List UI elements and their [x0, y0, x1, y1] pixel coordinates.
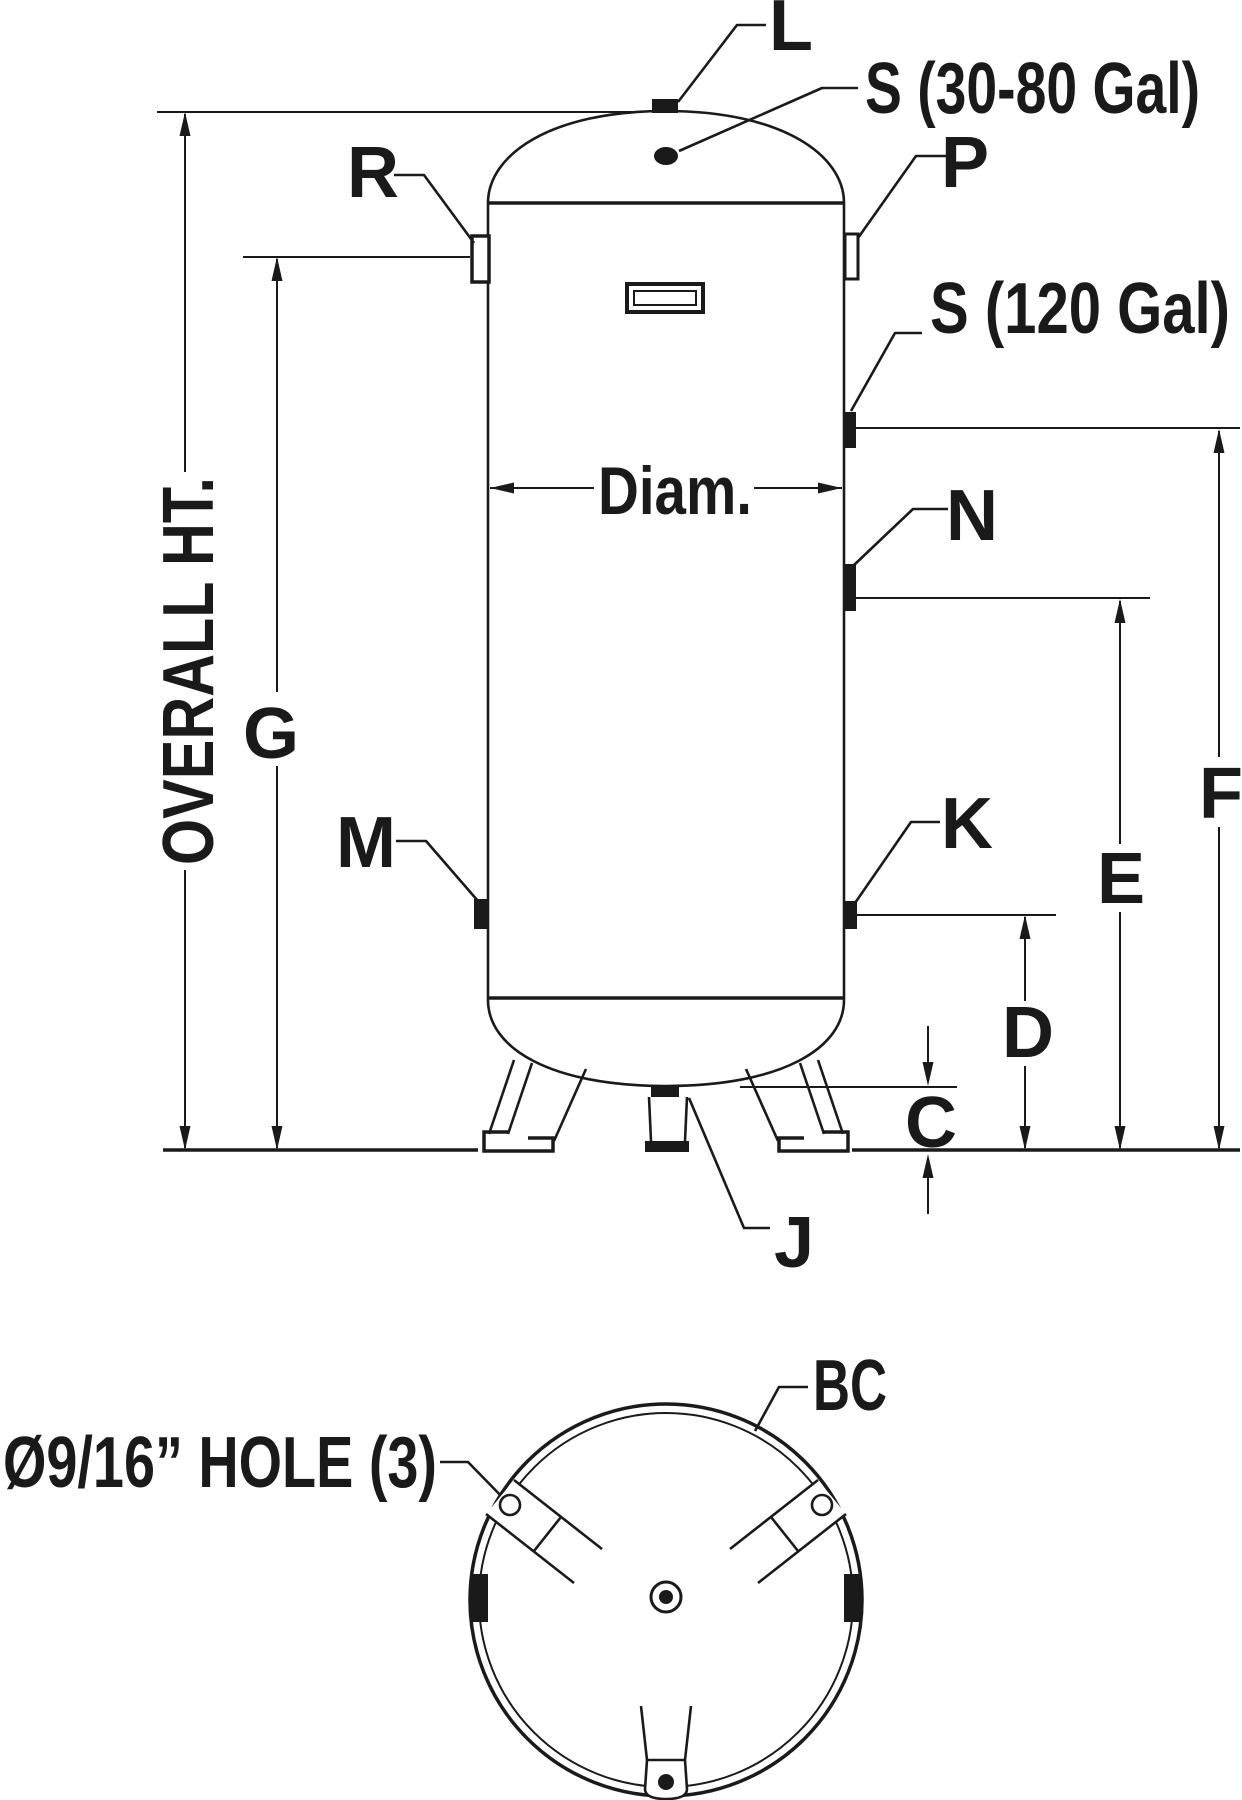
- port-s-120: [844, 412, 856, 448]
- arrow-down-icon: [1213, 1126, 1225, 1150]
- dim-g: [243, 256, 470, 1150]
- center-drain-dot: [659, 1590, 673, 1604]
- leader-r: [394, 173, 476, 244]
- leader-p: [856, 154, 946, 239]
- label-port-l: L: [769, 0, 813, 66]
- port-p: [843, 232, 860, 281]
- tank-bottom-view: [468, 1402, 864, 1800]
- port-n: [844, 564, 856, 611]
- tank-bottom-dome: [486, 999, 846, 1088]
- label-dim-overall-height: OVERALL HT.: [149, 477, 229, 865]
- arrow-up-icon: [1114, 599, 1126, 623]
- arrow-right-icon: [818, 482, 842, 494]
- arrow-up-icon: [179, 112, 191, 136]
- dim-overall-height: [157, 111, 640, 1150]
- arrow-up-icon: [271, 257, 283, 281]
- center-drain-ring: [649, 1580, 683, 1614]
- arrow-up-icon: [1019, 915, 1031, 939]
- label-bolt-circle-bc: BC: [813, 1346, 887, 1426]
- leader-lines: [394, 23, 948, 1504]
- port-k: [845, 901, 857, 929]
- label-port-n: N: [946, 476, 998, 556]
- label-port-s-120: S (120 Gal): [930, 269, 1230, 349]
- arrow-down-icon: [922, 1062, 934, 1086]
- mounting-tab-bottom: [639, 1705, 693, 1800]
- leader-s-120: [849, 331, 922, 412]
- label-port-j: J: [774, 1203, 814, 1283]
- arrow-down-icon: [271, 1126, 283, 1150]
- label-dim-f: F: [1199, 754, 1242, 834]
- leader-m: [396, 839, 479, 902]
- label-port-m: M: [336, 803, 396, 883]
- dim-diam: [490, 482, 842, 494]
- leader-bc: [753, 1385, 808, 1432]
- dim-d: [857, 914, 1056, 1150]
- leader-l: [676, 23, 766, 103]
- arrow-left-icon: [490, 482, 514, 494]
- arrow-down-icon: [1019, 1126, 1031, 1150]
- fitting-l: [652, 99, 678, 113]
- label-hole-callout: Ø9/16” HOLE (3): [3, 1423, 437, 1503]
- label-port-p: P: [941, 123, 989, 203]
- dim-c: [922, 1026, 934, 1214]
- label-port-k: K: [941, 784, 993, 864]
- handle-plate-inner: [633, 290, 697, 306]
- port-s-30-80-dot: [654, 147, 678, 165]
- mounting-tab-upper-right: [729, 1478, 847, 1585]
- mounting-hole-icon: [810, 1493, 834, 1517]
- right-leg: [744, 1059, 850, 1153]
- left-leg: [482, 1059, 588, 1153]
- label-dim-c: C: [905, 1083, 957, 1163]
- arrow-up-icon: [922, 1154, 934, 1178]
- leader-s-30-80: [678, 86, 858, 153]
- rim-port-right: [844, 1574, 862, 1622]
- leader-hole: [440, 1460, 509, 1504]
- arrow-up-icon: [1213, 429, 1225, 453]
- port-m: [474, 899, 489, 929]
- mounting-hole-icon: [498, 1493, 522, 1517]
- mounting-hole-icon: [658, 1774, 674, 1790]
- rim-port-left: [470, 1574, 488, 1622]
- port-r: [470, 234, 491, 284]
- arrow-down-icon: [179, 1126, 191, 1150]
- label-dim-d: D: [1002, 993, 1054, 1073]
- label-dim-diam: Diam.: [598, 453, 752, 529]
- arrow-down-icon: [1114, 1126, 1126, 1150]
- label-port-s-30-80: S (30-80 Gal): [865, 49, 1200, 129]
- label-dim-e: E: [1097, 839, 1145, 919]
- label-port-r: R: [347, 133, 399, 213]
- leader-k: [853, 820, 940, 904]
- label-dim-g: G: [243, 694, 299, 774]
- leader-n: [852, 507, 948, 567]
- mounting-tab-upper-left: [485, 1478, 603, 1585]
- tank-side-view: [163, 99, 1240, 1153]
- leader-j: [687, 1097, 770, 1230]
- dim-e: [856, 597, 1150, 1150]
- drain-fitting-j: [645, 1086, 689, 1152]
- dim-f: [856, 427, 1240, 1150]
